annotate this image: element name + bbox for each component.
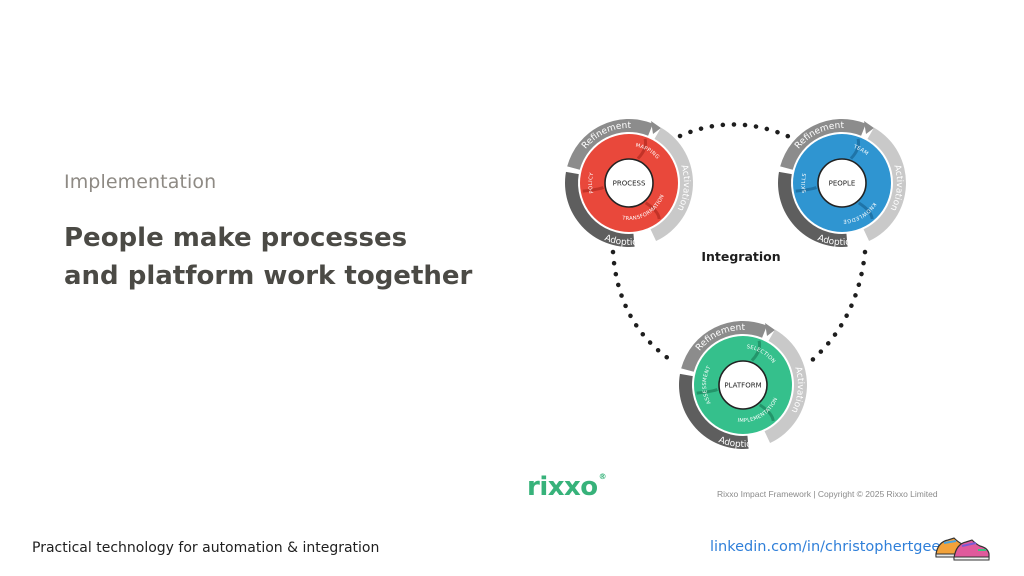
people-hub	[817, 158, 867, 208]
connector-top	[677, 122, 795, 141]
cycle-people: RefinementActivationAdoptionTEAMKNOWLEDG…	[778, 118, 906, 248]
people-segment-skills: SKILLS	[801, 173, 808, 194]
cycle-process: RefinementActivationAdoptionMAPPINGTRANS…	[565, 118, 693, 248]
cycle-platform: RefinementActivationAdoptionSELECTIONIMP…	[679, 321, 807, 450]
platform-segment-assessment: ASSESSMENT	[702, 365, 713, 405]
platform-ring-arrow	[765, 323, 775, 336]
platform-divider	[696, 388, 718, 395]
platform-hub	[718, 360, 768, 410]
platform-ring-activation	[764, 329, 807, 444]
platform-ring-refinement	[681, 321, 767, 372]
headline-line-1: People make processes	[64, 223, 408, 253]
platform-divider	[750, 340, 762, 362]
process-divider	[636, 138, 648, 160]
people-ring-activation	[863, 127, 906, 242]
rixxo-logo: rixxo®	[527, 472, 607, 502]
process-ring-adoption	[565, 171, 635, 247]
headline-line-2: and platform work together	[64, 261, 473, 291]
footer-tagline: Practical technology for automation & in…	[32, 540, 380, 556]
process-segment-policy: POLICY	[588, 172, 595, 194]
platform-divider	[758, 403, 775, 422]
platform-ring-adoption	[679, 373, 749, 449]
process-ring-arrow	[651, 121, 661, 134]
connector-dots	[610, 122, 868, 366]
registered-mark: ®	[598, 472, 607, 481]
people-hub-label: PEOPLE	[829, 180, 856, 188]
integration-label: Integration	[701, 249, 780, 264]
people-ring-arrow	[864, 121, 874, 134]
connector-right	[807, 249, 868, 365]
platform-hub-label: PLATFORM	[724, 382, 761, 390]
linkedin-link[interactable]: linkedin.com/in/christophertgee	[710, 539, 941, 555]
connector-left	[610, 249, 678, 366]
copyright-notice: Rixxo Impact Framework | Copyright © 202…	[717, 489, 938, 499]
eyebrow: Implementation	[64, 171, 217, 193]
process-ring-activation	[650, 127, 693, 242]
people-ring-refinement	[780, 118, 866, 170]
process-hub	[604, 158, 654, 208]
process-divider	[644, 201, 661, 220]
process-hub-label: PROCESS	[613, 180, 646, 188]
people-divider	[795, 186, 817, 193]
sneakers-icon	[935, 537, 990, 561]
people-ring-adoption	[778, 171, 848, 247]
people-divider	[857, 201, 874, 220]
integration-diagram: Integration RefinementActivationAdoption…	[565, 118, 906, 450]
people-divider	[849, 138, 861, 160]
logo-text: rixxo	[527, 472, 598, 502]
headline: People make processes and platform work …	[64, 219, 504, 295]
process-divider	[582, 186, 604, 193]
process-ring-refinement	[567, 118, 653, 170]
